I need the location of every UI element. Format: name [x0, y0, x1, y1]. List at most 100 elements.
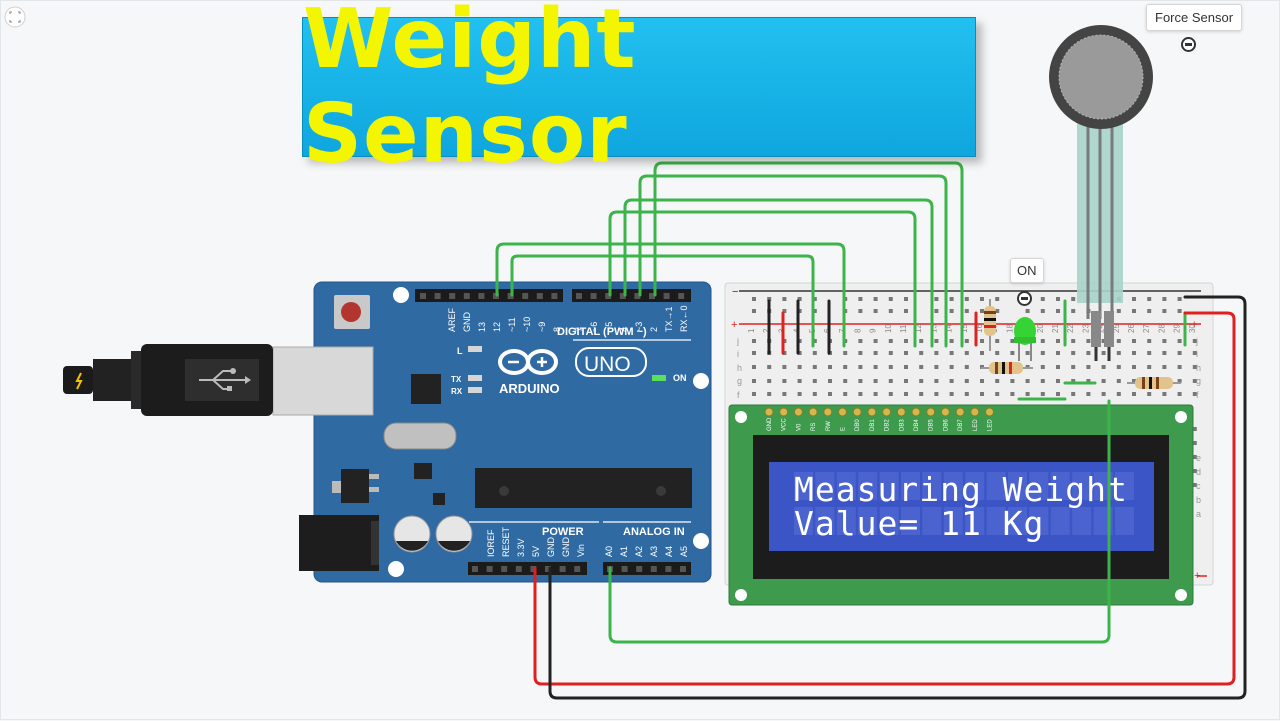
lcd-pin-label: VCC	[782, 418, 788, 431]
analog-pin-label: A0	[604, 546, 614, 557]
lcd-pin-label: DB2	[885, 419, 891, 431]
wires	[495, 161, 1247, 700]
on-led-label: ON	[673, 373, 687, 383]
column-number: 16	[975, 324, 984, 333]
lcd-pin-label: DB5	[929, 419, 935, 431]
page-title: Weight Sensor	[303, 0, 637, 182]
digital-pin-label: RX←0	[679, 305, 689, 332]
power-pin-label: IOREF	[486, 529, 496, 557]
power-pin-label: RESET	[501, 526, 511, 557]
digital-header-label: DIGITAL (PWM ~)	[557, 326, 647, 338]
column-number: 27	[1142, 324, 1151, 333]
row-letter: i	[737, 349, 739, 359]
row-letter: e	[1196, 453, 1201, 463]
lcd-line-2: Value= 11 Kg	[794, 504, 1044, 543]
row-letter: h	[737, 363, 742, 373]
lcd-pin-label: LED	[988, 419, 994, 431]
title-banner: Weight Sensor	[302, 0, 976, 182]
digital-pin-label: 13	[477, 322, 487, 332]
row-letter: h	[1196, 363, 1201, 373]
rail-plus-label: +	[731, 319, 737, 331]
arduino-model: UNO	[584, 353, 631, 376]
led-tooltip: ON	[1010, 258, 1044, 283]
lcd-pin-label: V0	[796, 423, 802, 431]
lcd-pin-label: E	[841, 427, 847, 431]
column-number: 12	[914, 324, 923, 333]
column-number: 21	[1051, 324, 1060, 333]
column-number: 8	[853, 328, 862, 333]
column-number: 30	[1188, 324, 1197, 333]
lcd-line-1: Measuring Weight	[794, 470, 1128, 509]
lcd-pin-label: LED	[973, 419, 979, 431]
fit-view-icon[interactable]	[3, 5, 33, 35]
row-letter: f	[1196, 390, 1199, 400]
lcd-pin-label: RS	[811, 423, 817, 431]
l-led-label: L	[457, 346, 463, 356]
digital-pin-label: 4	[619, 327, 629, 332]
column-number: 14	[945, 324, 954, 333]
analog-pin-label: A4	[664, 546, 674, 557]
row-letter: d	[1196, 467, 1201, 477]
resistor-icon[interactable]	[984, 299, 996, 351]
lcd-pin-label: DB1	[870, 419, 876, 431]
power-pin-label: Vin	[576, 544, 586, 557]
analog-pin-label: A5	[679, 546, 689, 557]
resistor-icon[interactable]	[1127, 377, 1181, 389]
digital-pin-label: ~3	[634, 322, 644, 332]
tx-led-label: TX	[451, 375, 462, 384]
svg-text:+: +	[1191, 319, 1197, 331]
digital-pin-label: AREF	[447, 307, 457, 332]
rail-minus-label: −	[732, 286, 738, 298]
power-pin-label: GND	[561, 537, 571, 558]
column-number: 25	[1112, 324, 1121, 333]
column-number: 18	[1005, 324, 1014, 333]
lcd-pin-label: GND	[767, 417, 773, 431]
column-number: 1	[747, 328, 756, 333]
led-icon[interactable]	[1014, 317, 1036, 361]
lcd-pin-label: RW	[826, 421, 832, 431]
column-number: 26	[1127, 324, 1136, 333]
row-letter: g	[1196, 376, 1201, 386]
force-sensor-icon[interactable]	[1049, 25, 1153, 361]
power-pin-label: 3.3V	[516, 538, 526, 557]
analog-pin-label: A1	[619, 546, 629, 557]
row-letter: a	[1196, 509, 1201, 519]
collapse-icon[interactable]	[1017, 291, 1032, 306]
lcd-pin-label: DB6	[943, 419, 949, 431]
arduino-uno-board[interactable]: ARDUINO UNO DIGITAL (PWM ~) POWER ANALOG…	[272, 281, 712, 583]
digital-pin-label: 12	[492, 322, 502, 332]
analog-pin-labels: A0 A1 A2 A3 A4 A5	[604, 546, 689, 557]
lcd-module[interactable]: Measuring Weight Value= 11 Kg GND VCC V0 RS…	[728, 404, 1194, 606]
column-number: 15	[960, 324, 969, 333]
column-number: 13	[929, 324, 938, 333]
digital-pin-label: 7	[574, 327, 584, 332]
analog-pin-label: A2	[634, 546, 644, 557]
column-number: 2	[762, 328, 771, 333]
rx-led-label: RX	[451, 387, 463, 396]
collapse-icon[interactable]	[1181, 37, 1196, 52]
power-pin-label: GND	[546, 537, 556, 558]
resistor-icon[interactable]	[981, 362, 1033, 374]
row-letter: j	[736, 336, 739, 346]
usb-cable-icon[interactable]	[63, 344, 273, 416]
row-letter: f	[737, 390, 740, 400]
analog-header-label: ANALOG IN	[623, 526, 685, 538]
column-number: 9	[869, 328, 878, 333]
analog-pin-label: A3	[649, 546, 659, 557]
force-sensor-tooltip: Force Sensor	[1146, 4, 1243, 31]
column-number: 29	[1173, 324, 1182, 333]
digital-pin-label: ~9	[537, 322, 547, 332]
column-number: 11	[899, 324, 908, 333]
arduino-logo-icon	[498, 349, 558, 375]
power-header-label: POWER	[542, 526, 584, 538]
row-letter: g	[737, 376, 742, 386]
digital-pin-label: ~10	[522, 317, 532, 332]
column-number: 22	[1066, 324, 1075, 333]
arduino-brand: ARDUINO	[499, 381, 560, 396]
column-number: 20	[1036, 324, 1045, 333]
